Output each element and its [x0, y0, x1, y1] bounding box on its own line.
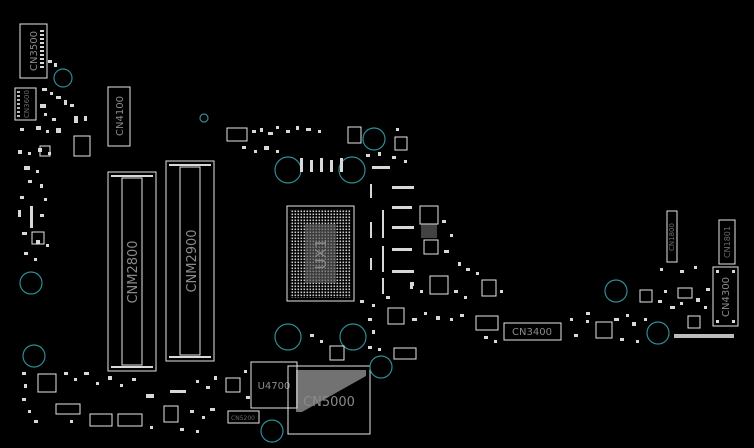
label-cn3600: CN3600 — [23, 90, 31, 118]
connector-cn5200[interactable]: CN5200 — [227, 410, 260, 424]
connector-cn4100[interactable]: CN4100 — [107, 86, 131, 147]
slot-cnm2800[interactable]: CNM2800 — [107, 171, 157, 372]
mounting-holes — [19, 68, 670, 443]
label-cn1800: CN1800 — [668, 223, 676, 251]
label-cn5000: CN5000 — [303, 395, 355, 410]
label-cn1801: CN1801 — [723, 226, 732, 258]
cpu-ux1[interactable]: UX1 — [286, 205, 355, 302]
connector-cn1800[interactable]: CN1800 — [666, 210, 678, 263]
chip-u4700[interactable]: U4700 — [250, 361, 298, 409]
label-ux1: UX1 — [312, 239, 330, 270]
passive-components — [18, 60, 734, 433]
label-cn3500: CN3500 — [29, 31, 40, 71]
label-u4700: U4700 — [258, 381, 291, 392]
connector-cn5000[interactable]: CN5000 — [287, 365, 371, 435]
label-cn5200: CN5200 — [231, 415, 255, 422]
connector-cn3400[interactable]: CN3400 — [503, 322, 562, 341]
label-cn4100: CN4100 — [115, 96, 126, 136]
connector-cn3600[interactable]: CN3600 — [14, 87, 37, 121]
label-cnm2800: CNM2800 — [126, 240, 141, 303]
connector-cn4300[interactable]: CN4300 — [712, 266, 739, 327]
connector-cn1801[interactable]: CN1801 — [718, 219, 736, 265]
connector-cn3500[interactable]: CN3500 — [19, 23, 48, 79]
label-cnm2900: CNM2900 — [185, 229, 200, 292]
label-cn4300: CN4300 — [721, 277, 732, 317]
label-cn3400: CN3400 — [512, 327, 552, 338]
slot-cnm2900[interactable]: CNM2900 — [165, 160, 215, 362]
